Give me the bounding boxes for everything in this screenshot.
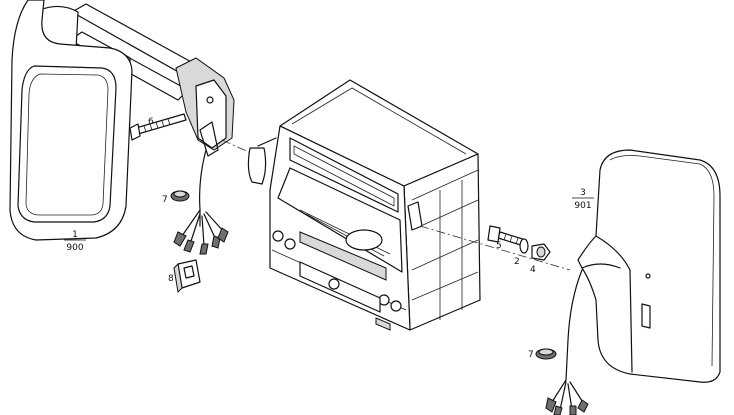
callout-right-mirror: 3 901	[572, 188, 594, 211]
callout-code: 900	[66, 243, 83, 253]
left-cable	[199, 149, 207, 227]
callout-code: 901	[574, 201, 591, 211]
left-mirror-glass	[17, 65, 117, 223]
connector-block	[173, 259, 201, 294]
callout-washer: 2	[514, 257, 520, 267]
nut	[531, 243, 551, 261]
right-cable	[565, 269, 583, 381]
callout-left-mirror: 1 900	[64, 230, 86, 253]
callout-nut: 4	[530, 265, 536, 275]
bus-front-view	[247, 79, 481, 331]
callout-grommet-left: 7	[162, 195, 168, 205]
callout-number: 3	[580, 188, 586, 198]
right-bolt	[487, 225, 527, 247]
callout-number: 1	[72, 230, 78, 240]
callout-bolt-left: 6	[148, 117, 154, 127]
right-mirror-housing	[577, 149, 721, 383]
washer	[519, 238, 529, 254]
right-mirror-assembly	[545, 149, 721, 415]
callout-connector: 8	[168, 274, 174, 284]
right-mirror-indicator	[641, 303, 651, 329]
callout-bolt-right: 5	[496, 241, 502, 251]
callout-grommet-right: 7	[528, 350, 534, 360]
left-bolt	[129, 113, 187, 141]
left-mirror-assembly	[9, 0, 263, 255]
